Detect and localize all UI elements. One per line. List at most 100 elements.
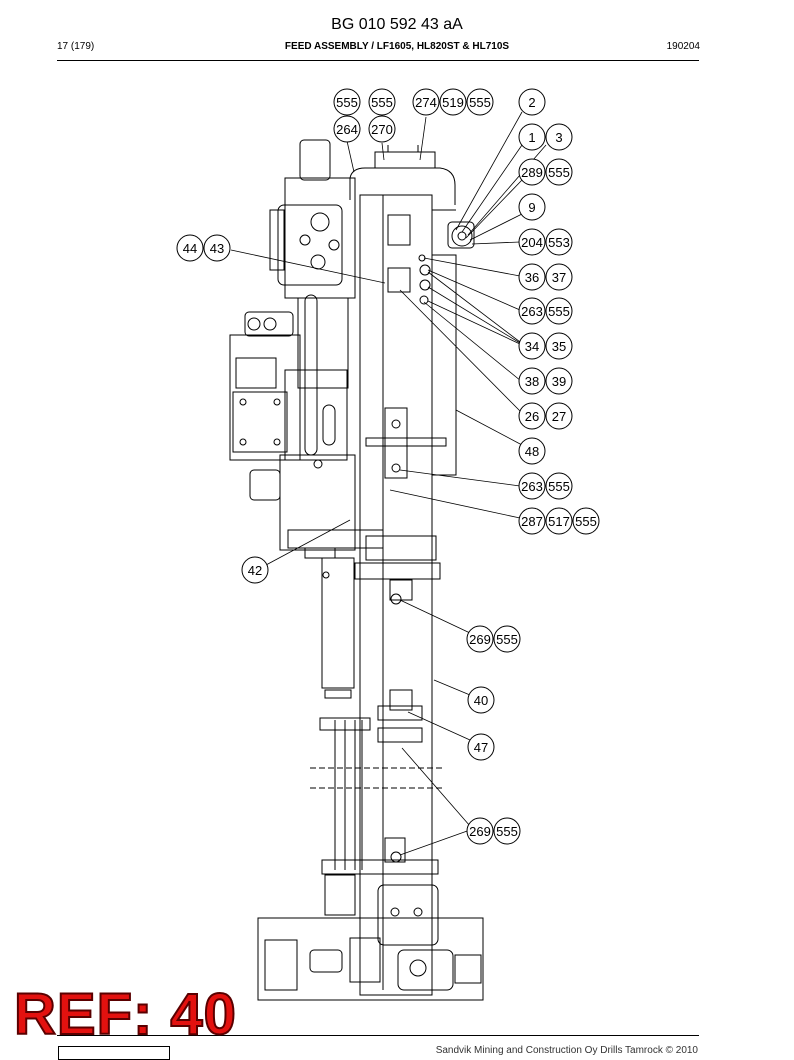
- balloon: 2: [518, 88, 546, 116]
- balloon: 555: [466, 88, 494, 116]
- balloon: 1: [518, 123, 546, 151]
- balloon: 553: [545, 228, 573, 256]
- balloon-label: 37: [552, 270, 566, 285]
- balloon-label: 555: [548, 165, 570, 180]
- balloon: 48: [518, 437, 546, 465]
- balloon: 3: [545, 123, 573, 151]
- balloon: 36: [518, 263, 546, 291]
- balloon: 263: [518, 472, 546, 500]
- footer-rule: [57, 1035, 699, 1036]
- page-title: FEED ASSEMBLY / LF1605, HL820ST & HL710S: [284, 41, 510, 52]
- balloon-label: 553: [548, 235, 570, 250]
- balloon: 43: [203, 234, 231, 262]
- rotation-motor: [284, 177, 356, 299]
- feed-beam: [359, 194, 433, 996]
- balloon-label: 47: [474, 740, 488, 755]
- balloon-label: 38: [525, 374, 539, 389]
- company-logo: [58, 1046, 170, 1060]
- balloon: 42: [241, 556, 269, 584]
- balloon: 555: [545, 472, 573, 500]
- balloon-label: 34: [525, 339, 539, 354]
- balloon-label: 555: [548, 479, 570, 494]
- balloon-label: 264: [336, 122, 358, 137]
- balloon-label: 204: [521, 235, 543, 250]
- balloon-label: 555: [469, 95, 491, 110]
- ref-stamp: REF: 40: [13, 982, 237, 1047]
- balloon: 555: [333, 88, 361, 116]
- leader-lines: [230, 111, 547, 856]
- balloon: 269: [466, 625, 494, 653]
- balloon-label: 555: [548, 304, 570, 319]
- page-number: 17 (179): [57, 41, 95, 52]
- balloon-label: 555: [336, 95, 358, 110]
- balloon-label: 287: [521, 514, 543, 529]
- feed-motor: [279, 454, 356, 551]
- copyright-notice: Sandvik Mining and Construction Oy Drill…: [435, 1045, 698, 1056]
- feed-cylinder: [321, 557, 355, 689]
- balloon: 287: [518, 507, 546, 535]
- balloon: 47: [467, 733, 495, 761]
- balloon: 519: [439, 88, 467, 116]
- balloon-label: 9: [528, 200, 535, 215]
- balloon-label: 270: [371, 122, 393, 137]
- side-rail: [431, 254, 457, 476]
- balloon: 34: [518, 332, 546, 360]
- balloon-label: 555: [496, 824, 518, 839]
- balloon-label: 36: [525, 270, 539, 285]
- balloon: 44: [176, 234, 204, 262]
- carriage-plate: [354, 562, 441, 580]
- balloon: 263: [518, 297, 546, 325]
- balloon-label: 3: [555, 130, 562, 145]
- balloon-label: 26: [525, 409, 539, 424]
- balloon-label: 517: [548, 514, 570, 529]
- balloon: 274: [412, 88, 440, 116]
- balloon: 555: [493, 625, 521, 653]
- balloon-label: 27: [552, 409, 566, 424]
- balloon: 270: [368, 115, 396, 143]
- balloon: 37: [545, 263, 573, 291]
- balloon: 39: [545, 367, 573, 395]
- date-code: 190204: [666, 41, 700, 52]
- valve-block: [229, 334, 301, 461]
- balloon-label: 519: [442, 95, 464, 110]
- front-head: [257, 917, 484, 1001]
- balloon-label: 555: [496, 632, 518, 647]
- balloon: 555: [572, 507, 600, 535]
- balloon-label: 35: [552, 339, 566, 354]
- balloon-label: 2: [528, 95, 535, 110]
- balloon: 517: [545, 507, 573, 535]
- balloon: 269: [466, 817, 494, 845]
- balloon: 204: [518, 228, 546, 256]
- balloon: 555: [368, 88, 396, 116]
- header-rule: [57, 60, 699, 61]
- item-balloons: 555 555 274 519 555 2 264 270 1 3 289 55…: [176, 88, 600, 845]
- balloon: 35: [545, 332, 573, 360]
- balloon: 27: [545, 402, 573, 430]
- balloon: 9: [518, 193, 546, 221]
- balloon-label: 555: [575, 514, 597, 529]
- balloon-label: 263: [521, 304, 543, 319]
- balloon: 38: [518, 367, 546, 395]
- balloon-label: 48: [525, 444, 539, 459]
- balloon-label: 42: [248, 563, 262, 578]
- document-number: BG 010 592 43 aA: [331, 16, 463, 33]
- balloon-label: 269: [469, 824, 491, 839]
- balloon: 40: [467, 686, 495, 714]
- balloon-label: 274: [415, 95, 437, 110]
- balloon-label: 269: [469, 632, 491, 647]
- balloon: 555: [545, 297, 573, 325]
- balloon-label: 39: [552, 374, 566, 389]
- balloon-label: 1: [528, 130, 535, 145]
- balloon: 555: [493, 817, 521, 845]
- balloon-label: 40: [474, 693, 488, 708]
- balloon-label: 43: [210, 241, 224, 256]
- balloon-label: 263: [521, 479, 543, 494]
- balloon-label: 44: [183, 241, 197, 256]
- motor-cap: [299, 139, 331, 181]
- balloon: 264: [333, 115, 361, 143]
- balloon: 289: [518, 158, 546, 186]
- balloon-label: 289: [521, 165, 543, 180]
- balloon: 26: [518, 402, 546, 430]
- balloon-label: 555: [371, 95, 393, 110]
